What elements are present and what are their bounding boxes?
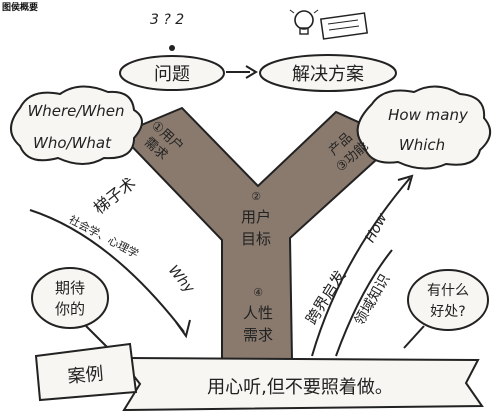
corner-label: 图侯概要 — [2, 3, 39, 13]
problem-oval — [119, 55, 225, 91]
expect-bubble — [31, 267, 109, 329]
svg-text:用户: 用户 — [241, 208, 271, 226]
user-goal-label: ② 用户 目标 — [241, 190, 271, 248]
how-label: How — [362, 210, 391, 245]
lightbulb-icon — [289, 9, 319, 35]
domain-arrow — [335, 249, 393, 357]
svg-text:3 ? 2: 3 ? 2 — [150, 12, 184, 28]
case-label: 案例 — [67, 363, 105, 387]
benefit-line2: 好处? — [430, 304, 465, 320]
ladder-label: 梯子术 — [90, 173, 140, 218]
case-tag — [34, 342, 138, 402]
cloud-right-line1: How many — [388, 106, 469, 124]
cloud-right-line2: Which — [399, 136, 445, 154]
benefit-line1: 有什么 — [427, 283, 469, 299]
how-arrow — [311, 177, 411, 357]
expect-line1: 期待 — [55, 279, 85, 297]
cloud-left-line2: Who/What — [33, 134, 112, 152]
benefit-bubble — [407, 269, 489, 331]
question-doodle: 3 ? 2 — [150, 12, 184, 51]
svg-text:②: ② — [251, 190, 261, 203]
solution-oval — [259, 54, 397, 92]
human-nature-label: ④ 人性 需求 — [243, 286, 273, 344]
svg-text:需求: 需求 — [243, 326, 273, 344]
bottom-banner — [117, 356, 484, 412]
why-label: Why — [165, 262, 198, 297]
disciplines-label: 社会学、心理学 — [67, 212, 142, 261]
right-cloud — [356, 85, 491, 170]
cloud-left-line1: Where/When — [27, 102, 124, 120]
solution-label: 解决方案 — [292, 64, 364, 85]
note-icon — [319, 12, 369, 40]
svg-text:目标: 目标 — [241, 230, 271, 248]
problem-label: 问题 — [154, 64, 190, 85]
svg-text:人性: 人性 — [243, 304, 273, 322]
expect-line2: 你的 — [55, 300, 85, 318]
why-arrow — [29, 209, 185, 333]
svg-text:④: ④ — [253, 286, 263, 299]
banner-text: 用心听,但不要照着做。 — [207, 377, 393, 398]
left-cloud — [10, 85, 143, 165]
y-trunk — [118, 106, 400, 361]
